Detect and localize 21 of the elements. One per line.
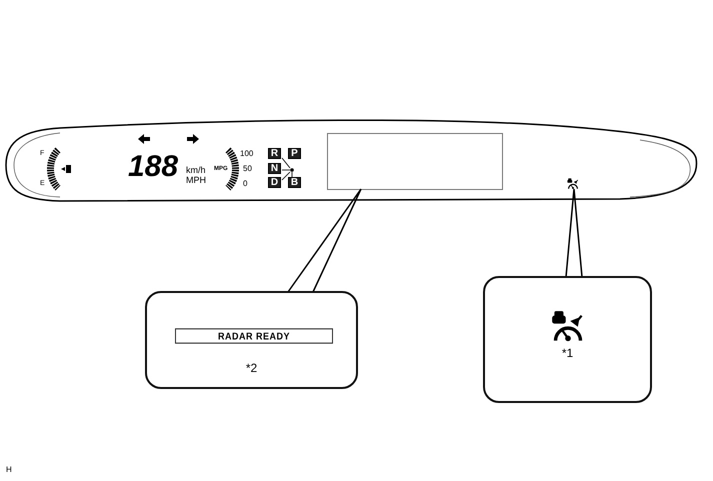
leader-line [287,188,362,293]
callout-number: *1 [560,346,574,360]
gear-indicator: R [268,148,281,159]
display-message: RADAR READY [175,328,333,344]
leader-line [565,188,583,278]
gauge-label: H [6,466,12,474]
message-display [327,133,503,190]
gauge-label: 0 [243,180,248,188]
gauge-label: km/h [186,166,206,175]
gauge-label: 50 [243,165,252,173]
gear-indicator: B [288,177,301,188]
callout-box [145,291,358,389]
gauge-label: 188 [128,152,178,182]
gear-indicator: P [288,148,301,159]
callout-box [483,276,652,403]
gear-indicator: N [268,163,281,174]
gauge-label: MPH [186,176,206,185]
gauge-label: 100 [240,150,254,158]
callout-number: *2 [244,361,258,375]
gear-indicator: D [268,177,281,188]
cruise-radar-icon [567,178,581,190]
